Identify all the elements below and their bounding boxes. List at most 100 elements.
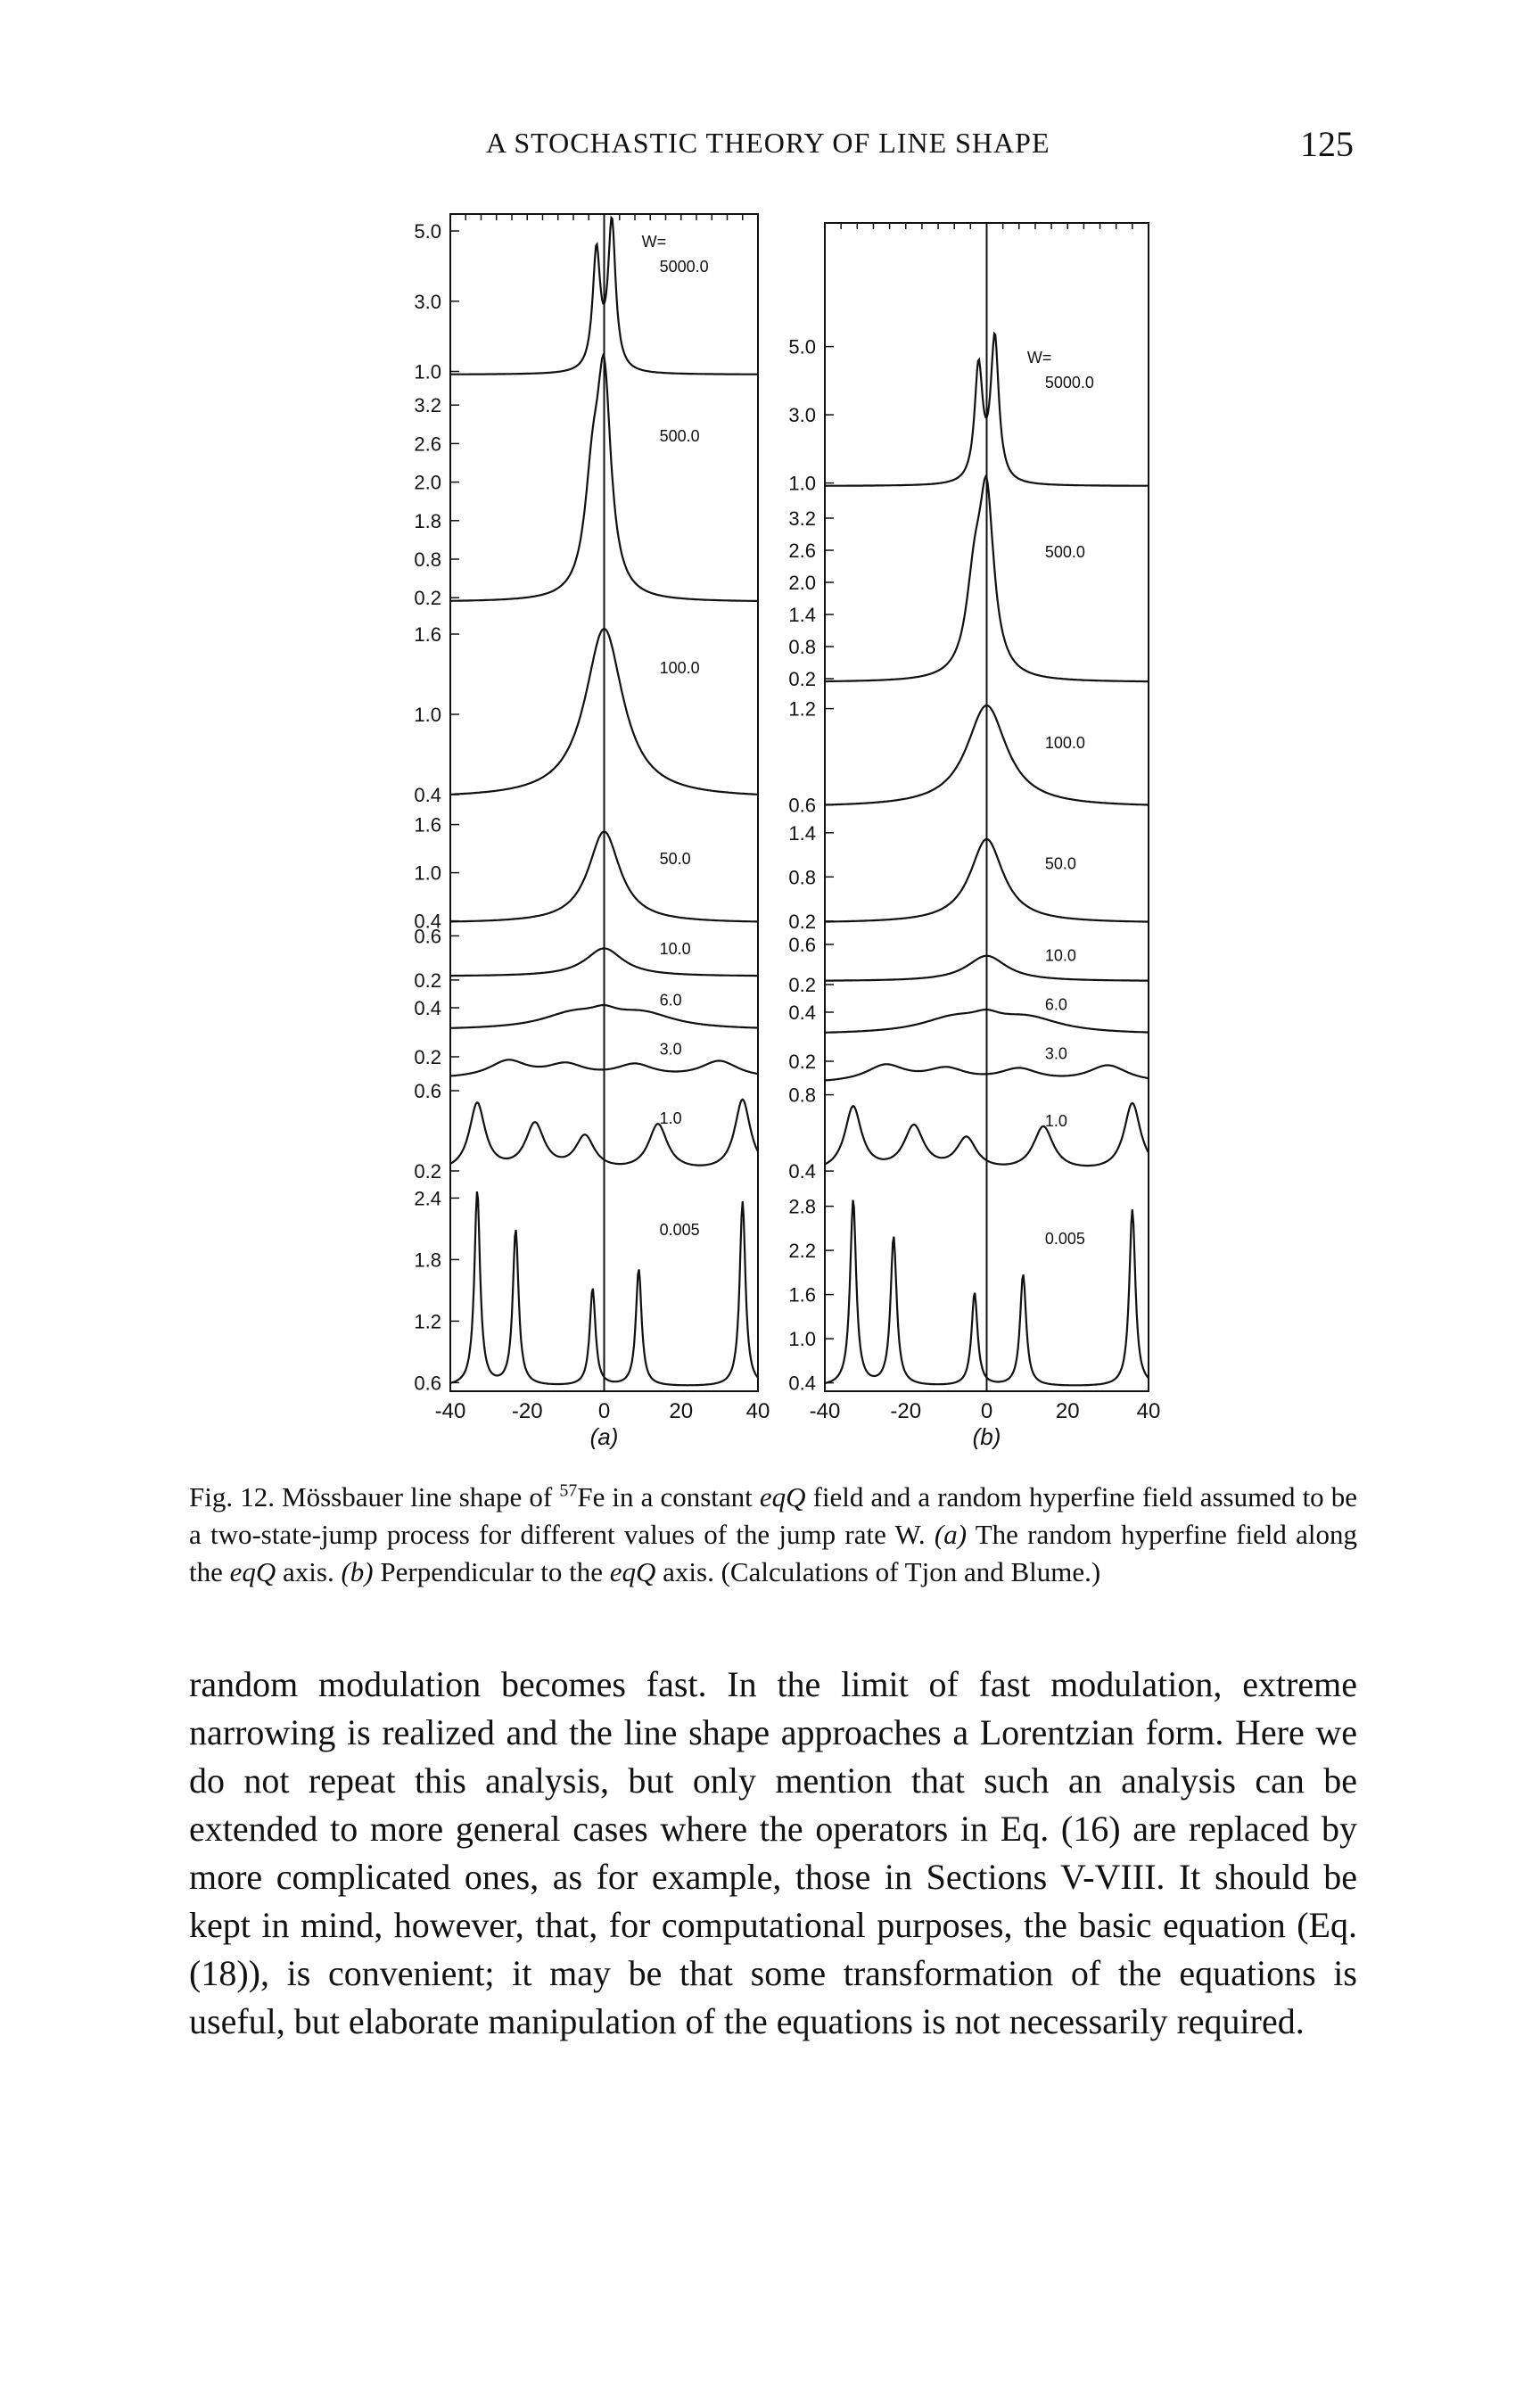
caption-eqq-1: eqQ (759, 1481, 806, 1513)
page-number: 125 (1300, 124, 1354, 164)
y-tick-label: 5.0 (788, 336, 816, 359)
y-tick-label: 1.6 (414, 623, 441, 646)
caption-part2: Fe in a constant (577, 1481, 753, 1513)
y-tick-label: 0.2 (414, 969, 441, 992)
mossbauer-figure: 5.0 3.0 1.0 W= 5000.0 3.2 2.6 2.0 1.8 0.8 0.2 500.0… (414, 213, 1161, 1449)
line-shape-curve (825, 474, 1149, 683)
w-value-label: 3.0 (1045, 1045, 1067, 1063)
line-shape-curve (450, 627, 758, 795)
y-tick-label: 1.2 (788, 698, 816, 721)
w-label: W= (1027, 349, 1052, 367)
line-shape-curve (449, 1191, 759, 1387)
x-tick-label: -40 (435, 1399, 466, 1423)
w-label: W= (642, 233, 667, 251)
y-tick-label: 1.6 (414, 814, 441, 837)
w-value-label: 100.0 (660, 659, 700, 677)
panel-label: (b) (973, 1423, 1001, 1449)
y-tick-label: 0.8 (788, 1084, 816, 1107)
w-value-label: 1.0 (1045, 1112, 1067, 1130)
y-tick-label: 0.4 (788, 1372, 816, 1395)
y-tick-label: 2.6 (788, 540, 816, 562)
x-tick-label: 0 (981, 1399, 992, 1423)
y-tick-label: 0.6 (414, 1080, 441, 1102)
line-shape-curve (825, 331, 1149, 487)
line-shape-curve (825, 1008, 1149, 1034)
y-tick-label: 2.0 (788, 572, 816, 594)
y-tick-label: 3.2 (788, 507, 816, 530)
y-tick-label: 1.0 (414, 862, 441, 885)
y-tick-label: 1.8 (414, 510, 441, 532)
body-paragraph: random modulation becomes fast. In the l… (189, 1664, 1357, 2041)
line-shape-curve (450, 215, 758, 375)
line-shape-curve (824, 1101, 1149, 1167)
w-value-label: 50.0 (660, 850, 691, 868)
y-tick-label: 2.2 (788, 1240, 816, 1262)
x-tick-label: 0 (598, 1399, 610, 1423)
line-shape-curve (450, 1003, 759, 1029)
y-tick-label: 0.2 (788, 1051, 816, 1073)
w-value-label: 100.0 (1045, 734, 1085, 752)
line-shape-curve (450, 947, 758, 977)
y-tick-label: 0.8 (788, 866, 816, 888)
y-tick-label: 0.8 (414, 548, 441, 571)
caption-fig-label: Fig. 12. (189, 1481, 275, 1513)
w-value-label: 6.0 (660, 992, 682, 1010)
w-value-label: 0.005 (660, 1221, 700, 1239)
y-tick-label: 2.8 (788, 1196, 816, 1218)
panel-label: (a) (590, 1423, 619, 1449)
caption-part1: Mössbauer line shape of (282, 1481, 553, 1513)
y-tick-label: 1.0 (788, 1328, 816, 1350)
x-tick-label: 40 (1137, 1399, 1161, 1423)
line-shape-curve (824, 837, 1149, 923)
line-shape-curve (449, 1098, 759, 1166)
caption-part4: The random hyperfine field along the (189, 1519, 1357, 1588)
line-shape-curve (450, 830, 758, 923)
y-tick-label: 0.2 (414, 1160, 441, 1183)
w-value-label: 50.0 (1045, 855, 1076, 873)
body-text: random modulation becomes fast. In the l… (189, 1661, 1357, 2046)
y-tick-label: 0.2 (414, 587, 441, 609)
x-tick-label: 40 (746, 1399, 770, 1423)
page-header: A STOCHASTIC THEORY OF LINE SHAPE 125 (0, 124, 1540, 171)
w-value-label: 500.0 (660, 427, 700, 445)
caption-part7: axis. (Calculations of Tjon and Blume.) (663, 1556, 1101, 1588)
w-value-label: 6.0 (1045, 996, 1067, 1014)
caption-a-label: (a) (934, 1519, 968, 1551)
y-tick-label: 1.2 (414, 1310, 441, 1332)
x-tick-label: -20 (512, 1399, 543, 1423)
x-tick-label: -40 (810, 1399, 841, 1423)
y-tick-label: 3.2 (414, 394, 441, 416)
x-tick-label: 20 (669, 1399, 693, 1423)
w-value-label: 3.0 (660, 1041, 682, 1059)
line-shape-curve (825, 704, 1149, 806)
y-tick-label: 1.6 (788, 1284, 816, 1307)
y-tick-label: 1.0 (788, 473, 816, 495)
caption-eqq-2: eqQ (229, 1556, 276, 1588)
y-tick-label: 0.8 (788, 636, 816, 658)
y-tick-label: 0.2 (788, 668, 816, 690)
y-tick-label: 5.0 (414, 220, 441, 243)
w-value-label: 10.0 (660, 940, 691, 958)
x-tick-label: 20 (1056, 1399, 1080, 1423)
y-tick-label: 0.6 (414, 925, 441, 947)
w-value-label: 5000.0 (660, 258, 709, 276)
w-value-label: 5000.0 (1045, 374, 1094, 392)
caption-b-label: (b) (341, 1556, 374, 1588)
w-value-label: 500.0 (1045, 543, 1085, 561)
line-shape-curve (449, 1059, 759, 1077)
y-tick-label: 2.0 (414, 472, 441, 494)
y-tick-label: 3.0 (788, 404, 816, 426)
w-value-label: 0.005 (1045, 1230, 1085, 1248)
y-tick-label: 2.6 (414, 433, 441, 455)
y-tick-label: 0.4 (788, 1002, 816, 1024)
y-tick-label: 0.4 (788, 1160, 816, 1183)
y-tick-label: 0.4 (414, 911, 441, 933)
line-shape-curve (824, 1199, 1149, 1387)
y-tick-label: 1.8 (414, 1249, 441, 1271)
y-tick-label: 1.0 (414, 704, 441, 726)
y-tick-label: 1.4 (788, 822, 816, 845)
figure-caption: Fig. 12. Mössbauer line shape of 57Fe in… (189, 1479, 1357, 1591)
y-tick-label: 0.2 (788, 974, 816, 996)
y-tick-label: 2.4 (414, 1187, 441, 1209)
w-value-label: 1.0 (660, 1109, 682, 1127)
